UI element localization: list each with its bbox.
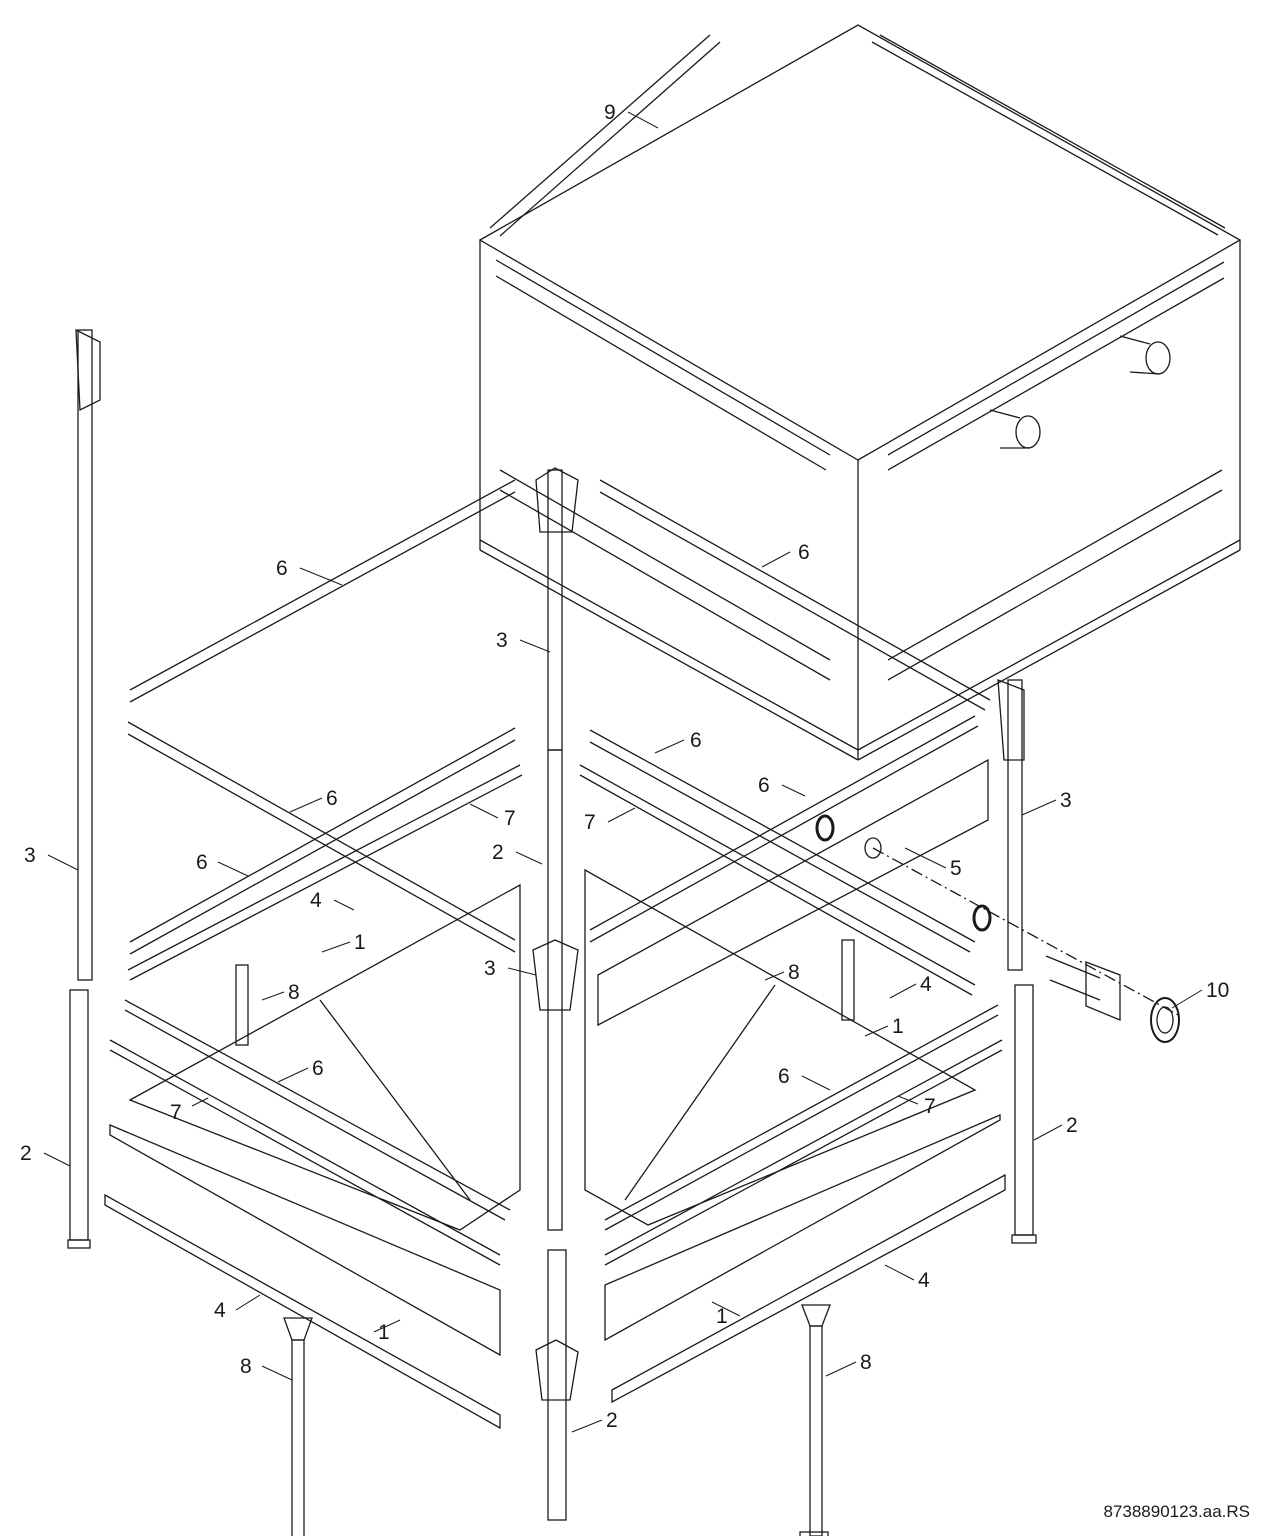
callout-label: 2 xyxy=(1066,1114,1078,1137)
callout-label: 7 xyxy=(584,811,596,834)
callout-label: 6 xyxy=(326,787,338,810)
callout-label: 3 xyxy=(496,629,508,652)
callout-label: 8 xyxy=(240,1355,252,1378)
callout-label: 2 xyxy=(20,1142,32,1165)
callout-label: 2 xyxy=(492,841,504,864)
callout-label: 9 xyxy=(604,101,616,124)
callout-label: 3 xyxy=(1060,789,1072,812)
callout-label: 7 xyxy=(504,807,516,830)
callout-label: 6 xyxy=(312,1057,324,1080)
callout-label: 1 xyxy=(354,931,366,954)
callout-label: 2 xyxy=(606,1409,618,1432)
callout-label: 7 xyxy=(924,1095,936,1118)
tank-body xyxy=(478,24,1242,761)
callout-label: 1 xyxy=(378,1321,390,1344)
callout-label: 4 xyxy=(310,889,322,912)
callout-label: 6 xyxy=(196,851,208,874)
callout-label: 6 xyxy=(778,1065,790,1088)
callout-label: 7 xyxy=(170,1101,182,1124)
callout-label: 3 xyxy=(484,957,496,980)
callout-label: 1 xyxy=(892,1015,904,1038)
callout-label: 4 xyxy=(214,1299,226,1322)
callout-label: 10 xyxy=(1206,979,1230,1002)
callout-label: 6 xyxy=(690,729,702,752)
panels xyxy=(104,758,1006,1430)
leader-lines xyxy=(43,111,1203,1433)
callout-label: 4 xyxy=(918,1269,930,1292)
rods xyxy=(109,479,1003,1266)
callout-label: 6 xyxy=(276,557,288,580)
callout-label: 5 xyxy=(950,857,962,880)
callout-label: 3 xyxy=(24,844,36,867)
legs xyxy=(235,939,855,1536)
callout-label: 8 xyxy=(288,981,300,1004)
callout-label: 8 xyxy=(788,961,800,984)
callout-label: 4 xyxy=(920,973,932,996)
posts xyxy=(67,328,1037,1521)
callout-label: 6 xyxy=(758,774,770,797)
flue-kit xyxy=(815,814,1181,1043)
document-number: 8738890123.aa.RS xyxy=(1103,1502,1250,1521)
callout-label: 1 xyxy=(716,1305,728,1328)
callout-label: 6 xyxy=(798,541,810,564)
callout-label: 8 xyxy=(860,1351,872,1374)
